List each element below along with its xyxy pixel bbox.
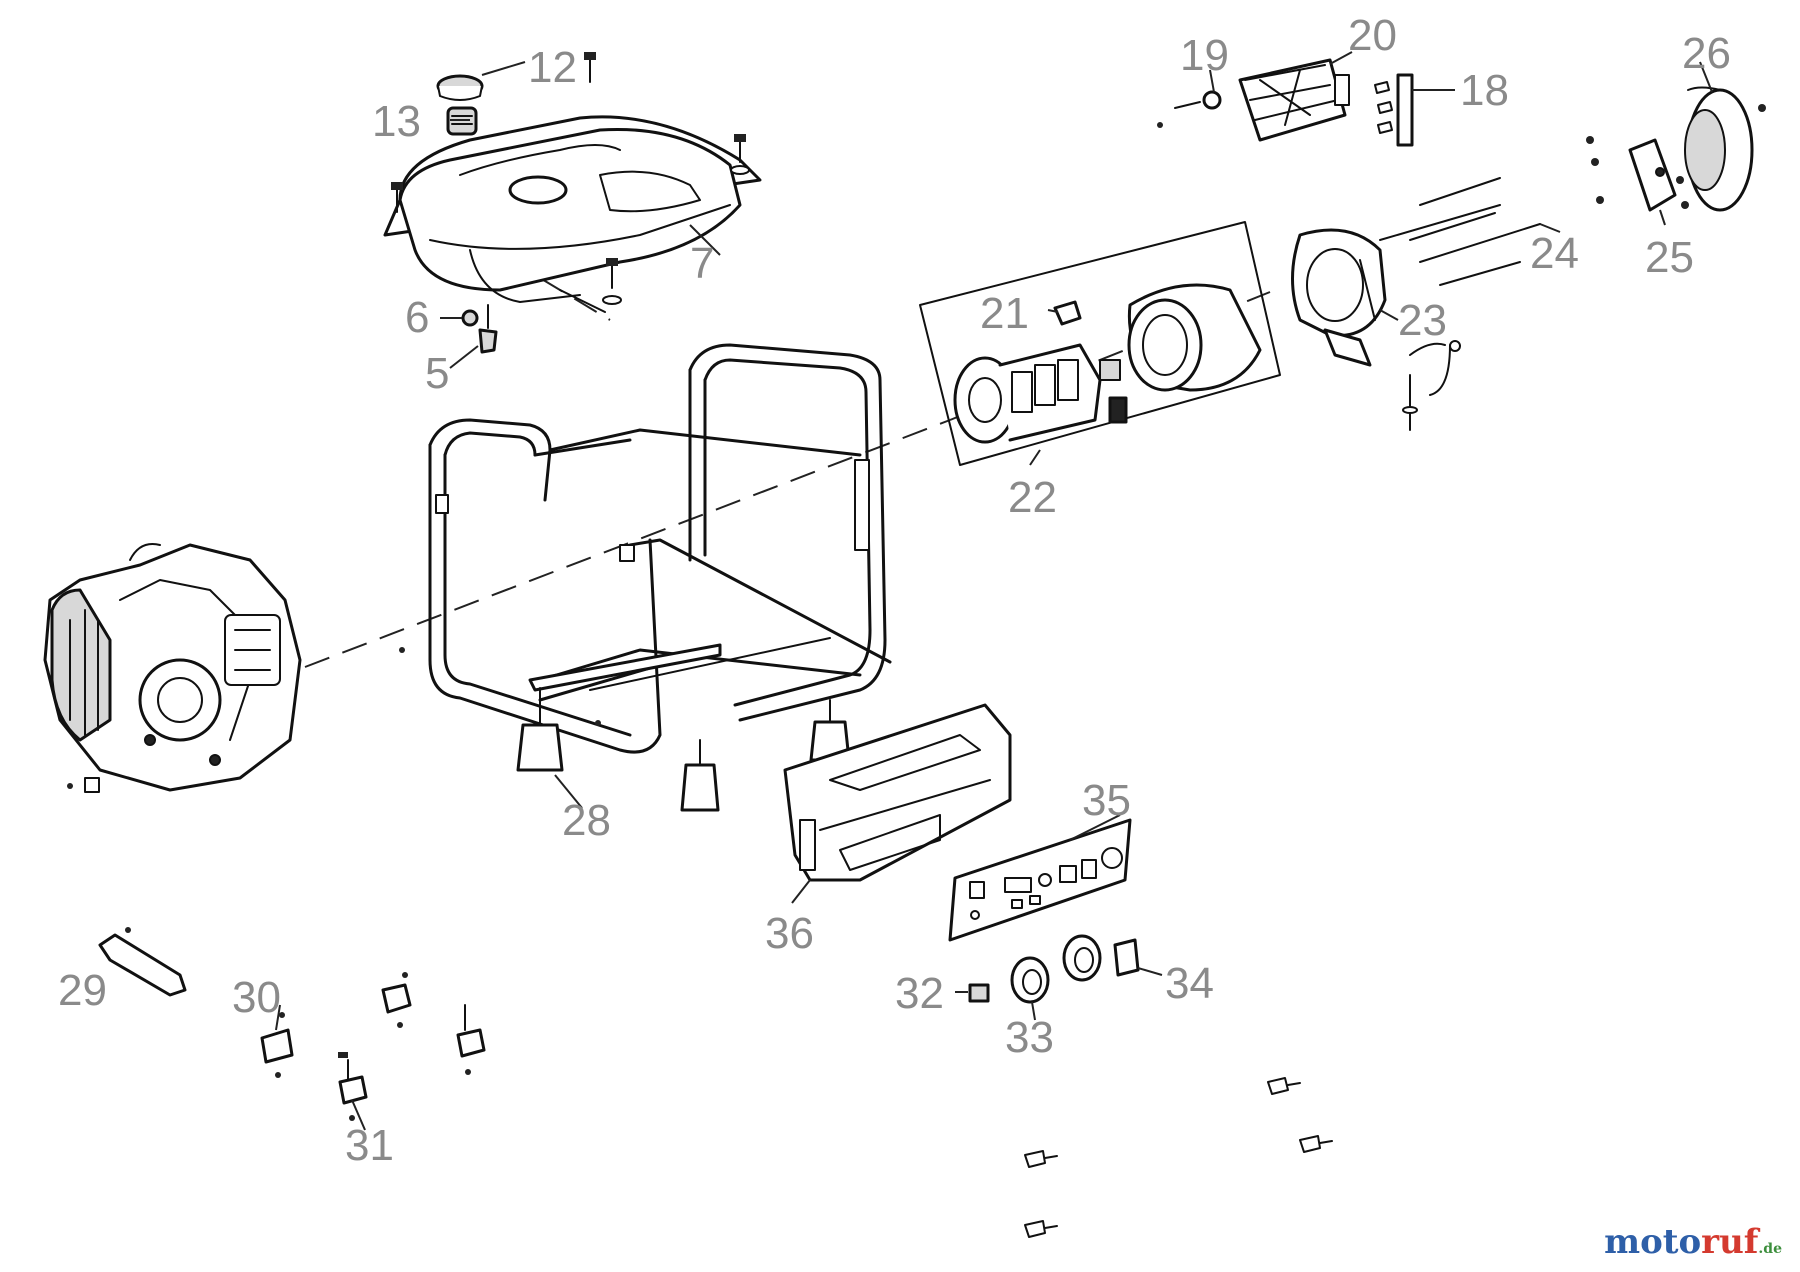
rotor [953,343,1121,444]
part-label-6: 6 [405,293,429,342]
part-label-26: 26 [1682,29,1731,78]
part-label-28: 28 [562,796,611,845]
part-label-23: 23 [1398,296,1447,345]
watermark-ruf: ruf [1701,1222,1759,1262]
tube-frame [428,343,892,754]
part-label-29: 29 [58,966,107,1015]
avr-module [1108,396,1128,424]
rubber-foot-center [680,739,720,812]
cable-clip [1174,90,1222,110]
part-label-36: 36 [765,909,814,958]
mount-strap [1396,73,1414,147]
part-label-31: 31 [345,1121,394,1170]
part-label-19: 19 [1180,31,1229,80]
end-bracket [1628,138,1677,212]
part-label-24: 24 [1530,229,1579,278]
part-label-20: 20 [1348,11,1397,60]
part-label-22: 22 [1008,473,1057,522]
rubber-foot-left [516,687,564,772]
part-labels: 12 13 7 6 5 21 22 23 24 25 26 19 20 18 2… [58,11,1731,1170]
part-label-33: 33 [1005,1013,1054,1062]
part-label-32: 32 [895,969,944,1018]
part-label-12: 12 [528,43,577,92]
anti-vibration-mount-b [381,972,412,1028]
part-label-18: 18 [1460,66,1509,115]
circuit-breaker [968,983,990,1003]
ground-wire [1402,340,1461,431]
control-box [1238,58,1350,142]
part-label-25: 25 [1645,233,1694,282]
socket-left [1010,956,1050,1004]
part-label-21: 21 [980,289,1029,338]
voltmeter [1113,938,1140,977]
brush-holder [1053,300,1082,326]
tie-rods [1379,177,1541,286]
socket-right [1062,934,1102,982]
part-label-13: 13 [372,97,421,146]
fuel-tank [383,115,762,313]
anti-vibration-mount-c [456,1004,486,1075]
leader-lines [275,51,1713,1131]
tank-bolts [391,52,750,305]
watermark-de: .de [1758,1241,1782,1257]
part-label-34: 34 [1165,959,1214,1008]
anti-vibration-mount-d [338,1052,368,1121]
end-cover [1684,86,1754,212]
engine-assembly [43,543,601,793]
loose-bolts [1024,81,1766,1238]
fuel-cap [436,74,484,101]
watermark-moto: moto [1604,1222,1702,1262]
alternator-group-box [919,221,1281,466]
part-label-30: 30 [232,973,281,1022]
control-panel [948,818,1132,942]
part-label-35: 35 [1082,776,1131,825]
front-handle [783,703,1012,882]
fuel-valve [461,304,498,354]
stator [1127,283,1262,392]
anti-vibration-mount-a [260,1012,294,1078]
part-label-7: 7 [690,239,714,288]
site-watermark: motoruf.de [1604,1222,1782,1262]
part-label-5: 5 [425,349,449,398]
rear-bearing-cover [1291,228,1387,367]
muffler-bracket [98,927,187,997]
